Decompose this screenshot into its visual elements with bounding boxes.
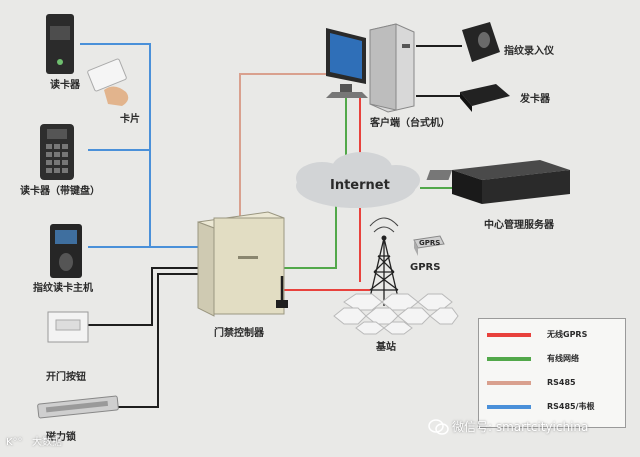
label-base-station: 基站 bbox=[376, 342, 396, 353]
label-access-controller: 门禁控制器 bbox=[214, 328, 264, 339]
label-card-reader: 读卡器 bbox=[50, 80, 80, 91]
label-magnetic-lock: 磁力锁 bbox=[46, 432, 76, 443]
internet-cloud bbox=[296, 152, 420, 208]
legend-swatch bbox=[487, 405, 531, 409]
source-prefix: K°° bbox=[6, 437, 23, 448]
legend-label: 无线GPRS bbox=[547, 330, 588, 339]
label-desktop-client: 客户端（台式机） bbox=[370, 118, 450, 129]
line-black-exit bbox=[88, 267, 198, 326]
legend-label: RS485 bbox=[547, 378, 576, 387]
legend-swatch bbox=[487, 357, 531, 361]
fingerprint-enroller bbox=[462, 22, 500, 62]
legend-item-wireless-gprs: 无线GPRS bbox=[487, 329, 619, 341]
card-issuer bbox=[460, 84, 510, 112]
gprs-tag-text: GPRS bbox=[419, 239, 441, 247]
line-black-lock bbox=[118, 273, 198, 408]
label-card-issuer: 发卡器 bbox=[520, 94, 550, 105]
legend-label: RS485/韦根 bbox=[547, 402, 595, 411]
source-watermark: 大数据 bbox=[32, 437, 62, 448]
central-server bbox=[426, 160, 570, 204]
label-internet: Internet bbox=[330, 178, 390, 193]
exit-button bbox=[47, 311, 89, 343]
line-blue-reader bbox=[80, 43, 151, 247]
magnetic-lock bbox=[37, 395, 119, 419]
label-fingerprint-enroller: 指纹录入仪 bbox=[504, 46, 554, 57]
legend-item-rs485-wiegand: RS485/韦根 bbox=[487, 401, 619, 413]
wechat-icon bbox=[428, 419, 449, 435]
label-gprs: GPRS bbox=[410, 262, 441, 273]
label-keypad-reader: 读卡器（带键盘） bbox=[20, 186, 100, 197]
legend: 无线GPRS 有线网络 RS485 RS485/韦根 bbox=[478, 318, 626, 428]
line-rs485 bbox=[239, 73, 340, 218]
desktop-client bbox=[326, 23, 415, 113]
card-icon bbox=[87, 58, 129, 106]
base-station-cells bbox=[333, 293, 459, 335]
base-station-tower bbox=[367, 217, 401, 307]
gprs-tag bbox=[413, 235, 445, 256]
legend-swatch bbox=[487, 381, 531, 385]
card-reader bbox=[46, 14, 74, 74]
label-central-server: 中心管理服务器 bbox=[484, 220, 554, 231]
keypad-reader bbox=[40, 124, 74, 180]
fingerprint-reader-host bbox=[50, 224, 82, 278]
legend-swatch bbox=[487, 333, 531, 337]
access-controller bbox=[197, 211, 285, 317]
legend-label: 有线网络 bbox=[547, 354, 579, 363]
legend-item-wired-network: 有线网络 bbox=[487, 353, 619, 365]
line-green-controller bbox=[282, 196, 337, 269]
antenna-icon bbox=[276, 276, 288, 308]
label-fingerprint-reader-host: 指纹读卡主机 bbox=[33, 283, 93, 294]
legend-item-rs485: RS485 bbox=[487, 377, 619, 389]
label-card: 卡片 bbox=[120, 114, 140, 125]
wechat-watermark: 微信号: smartcityichina bbox=[452, 420, 589, 434]
label-exit-button: 开门按钮 bbox=[46, 372, 86, 383]
